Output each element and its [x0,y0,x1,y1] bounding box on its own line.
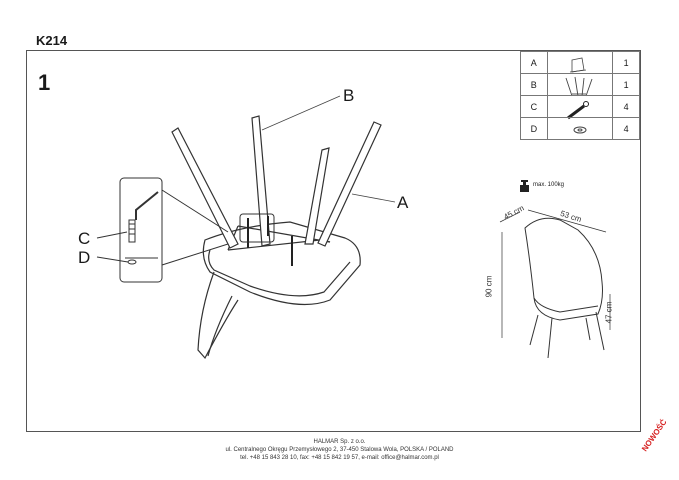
parts-row: A 1 [520,51,640,74]
dimension-height: 90 cm [484,275,494,298]
part-image [546,117,614,140]
step-number: 1 [38,70,51,95]
parts-row: D 4 [520,117,640,140]
part-letter: A [520,51,548,74]
parts-table: A 1 B 1 C 4 D 4 [520,51,640,140]
part-qty: 4 [612,95,640,118]
footer-address: ul. Centralnego Okręgu Przemysłowego 2, … [225,447,454,453]
weight-icon [520,180,529,192]
callout-c: C [78,229,91,248]
bolts [247,216,293,266]
callout-d: D [78,248,91,267]
callout-b: B [343,86,355,105]
part-letter: B [520,73,548,96]
part-image [546,51,614,74]
document-title: K214 [36,33,68,48]
part-qty: 4 [612,117,640,140]
callout-a: A [397,193,409,212]
parts-row: B 1 [520,73,640,96]
seat-shell [197,221,361,360]
footer-company: HALMAR Sp. z o.o. [313,439,366,445]
dimension-chair [499,209,611,359]
footer: HALMAR Sp. z o.o. ul. Centralnego Okręgu… [0,438,679,462]
leg-frame [171,115,382,251]
parts-row: C 4 [520,95,640,118]
part-qty: 1 [612,73,640,96]
dimension-seat-height: 47 cm [604,301,614,324]
part-letter: D [520,117,548,140]
footer-contact: tel. +48 15 843 28 10, fax: +48 15 842 1… [240,455,439,461]
part-image [546,95,614,118]
detail-zoom [96,177,275,283]
part-qty: 1 [612,51,640,74]
part-image [546,73,614,96]
part-letter: C [520,95,548,118]
max-load-label: max. 100kg [533,182,565,188]
instruction-frame [26,50,641,432]
